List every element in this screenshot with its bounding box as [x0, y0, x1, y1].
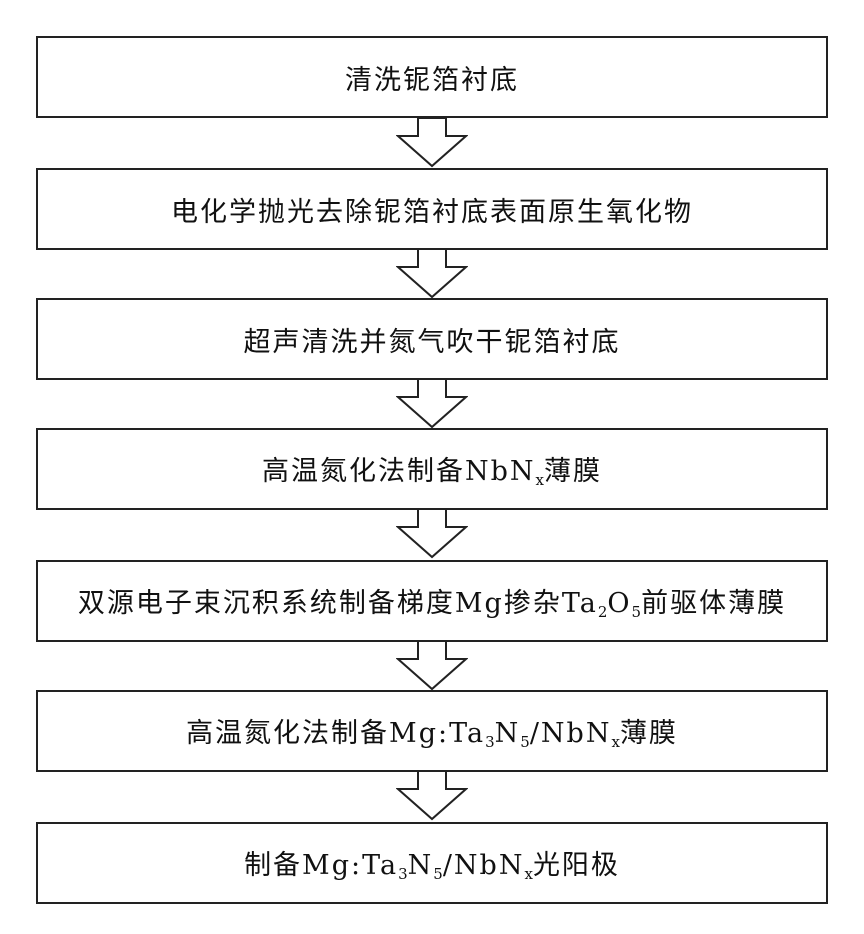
- flow-step-1-label: 清洗铌箔衬底: [345, 58, 519, 97]
- down-arrow-icon: [396, 118, 468, 168]
- flow-step-7-label: 制备Mg:Ta3N5/NbNx光阳极: [244, 843, 620, 883]
- flow-step-6: 高温氮化法制备Mg:Ta3N5/NbNx薄膜: [36, 690, 828, 772]
- down-arrow-icon: [396, 249, 468, 299]
- flow-step-3: 超声清洗并氮气吹干铌箔衬底: [36, 298, 828, 380]
- flow-step-3-label: 超声清洗并氮气吹干铌箔衬底: [244, 320, 621, 359]
- flow-step-2: 电化学抛光去除铌箔衬底表面原生氧化物: [36, 168, 828, 250]
- flow-step-4: 高温氮化法制备NbNx薄膜: [36, 428, 828, 510]
- down-arrow-icon: [396, 641, 468, 691]
- flow-step-5-label: 双源电子束沉积系统制备梯度Mg掺杂Ta2O5前驱体薄膜: [78, 581, 786, 621]
- flow-step-1: 清洗铌箔衬底: [36, 36, 828, 118]
- flow-step-2-label: 电化学抛光去除铌箔衬底表面原生氧化物: [171, 190, 693, 229]
- flow-step-4-label: 高温氮化法制备NbNx薄膜: [262, 449, 602, 489]
- down-arrow-icon: [396, 771, 468, 821]
- down-arrow-icon: [396, 379, 468, 429]
- flow-step-5: 双源电子束沉积系统制备梯度Mg掺杂Ta2O5前驱体薄膜: [36, 560, 828, 642]
- down-arrow-icon: [396, 509, 468, 559]
- flow-step-6-label: 高温氮化法制备Mg:Ta3N5/NbNx薄膜: [186, 711, 678, 751]
- flow-step-7: 制备Mg:Ta3N5/NbNx光阳极: [36, 822, 828, 904]
